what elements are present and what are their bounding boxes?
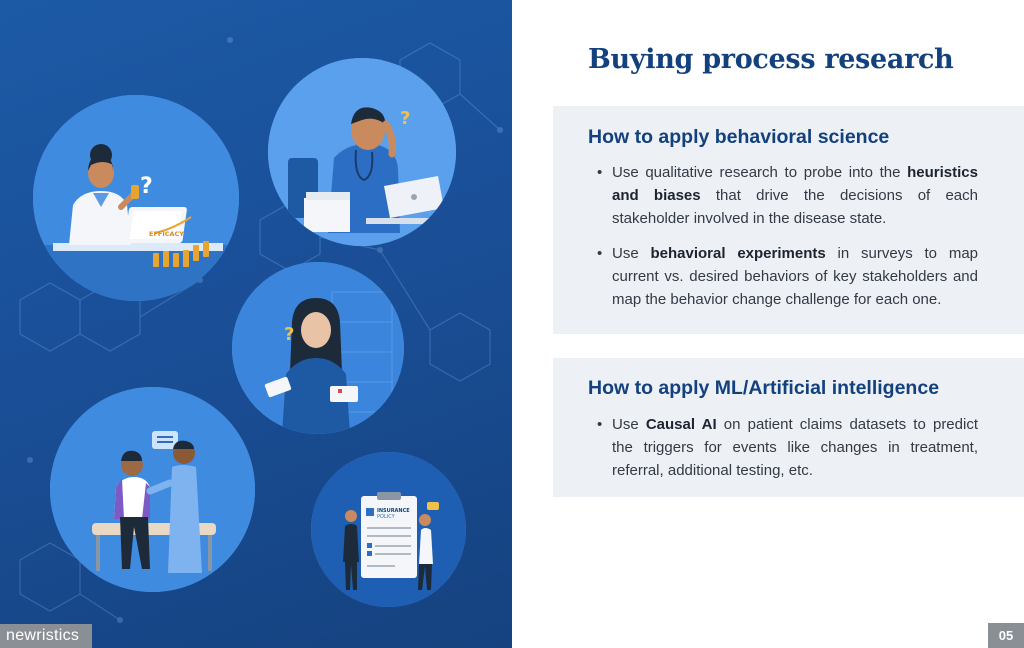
page-title: Buying process research: [588, 44, 954, 75]
scientist-illustration: ? EFFICACY: [33, 95, 239, 301]
bullet-emphasis: heuristics and biases: [612, 164, 978, 204]
bullet-emphasis: behavioral experiments: [650, 245, 826, 262]
bullet-text: Use: [612, 416, 646, 433]
bullet-item: Use behavioral experiments in surveys to…: [597, 242, 978, 311]
laptop-screen-label: EFFICACY: [149, 230, 184, 238]
patient-consultation-illustration: [50, 387, 255, 592]
bullet-list: Use qualitative research to probe into t…: [597, 161, 978, 323]
page-number: 05: [988, 623, 1024, 648]
behavioral-science-card: How to apply behavioral science Use qual…: [553, 106, 1024, 334]
ml-ai-card: How to apply ML/Artificial intelligence …: [553, 358, 1024, 497]
bullet-text: Use qualitative research to probe into t…: [612, 164, 908, 181]
bullet-emphasis: Causal AI: [645, 416, 717, 433]
bullet-item: Use Causal AI on patient claims datasets…: [597, 413, 978, 482]
question-mark-icon: ?: [284, 324, 294, 345]
bullet-item: Use qualitative research to probe into t…: [597, 161, 978, 230]
bullet-text: in surveys to map current vs. desired be…: [612, 245, 979, 308]
insurance-policy-illustration: INSURANCE POLICY: [311, 452, 466, 607]
policy-title-line1: INSURANCE: [377, 508, 410, 514]
patient-woman-illustration: ?: [232, 262, 404, 434]
question-mark-icon: ?: [140, 174, 153, 199]
policy-title-line2: POLICY: [377, 514, 396, 520]
doctor-illustration: ?: [268, 58, 456, 246]
bullet-list: Use Causal AI on patient claims datasets…: [597, 413, 978, 494]
question-mark-icon: ?: [400, 108, 410, 129]
illustration-panel: ? EFFICACY ?: [0, 0, 512, 648]
section-heading: How to apply behavioral science: [588, 126, 890, 148]
bullet-text: Use: [612, 245, 651, 262]
newristics-logo: newristics: [0, 624, 92, 648]
bullet-text: on patient claims datasets to predict th…: [612, 416, 978, 479]
section-heading: How to apply ML/Artificial intelligence: [588, 377, 940, 399]
bullet-text: that drive the decisions of each stakeho…: [612, 187, 978, 227]
